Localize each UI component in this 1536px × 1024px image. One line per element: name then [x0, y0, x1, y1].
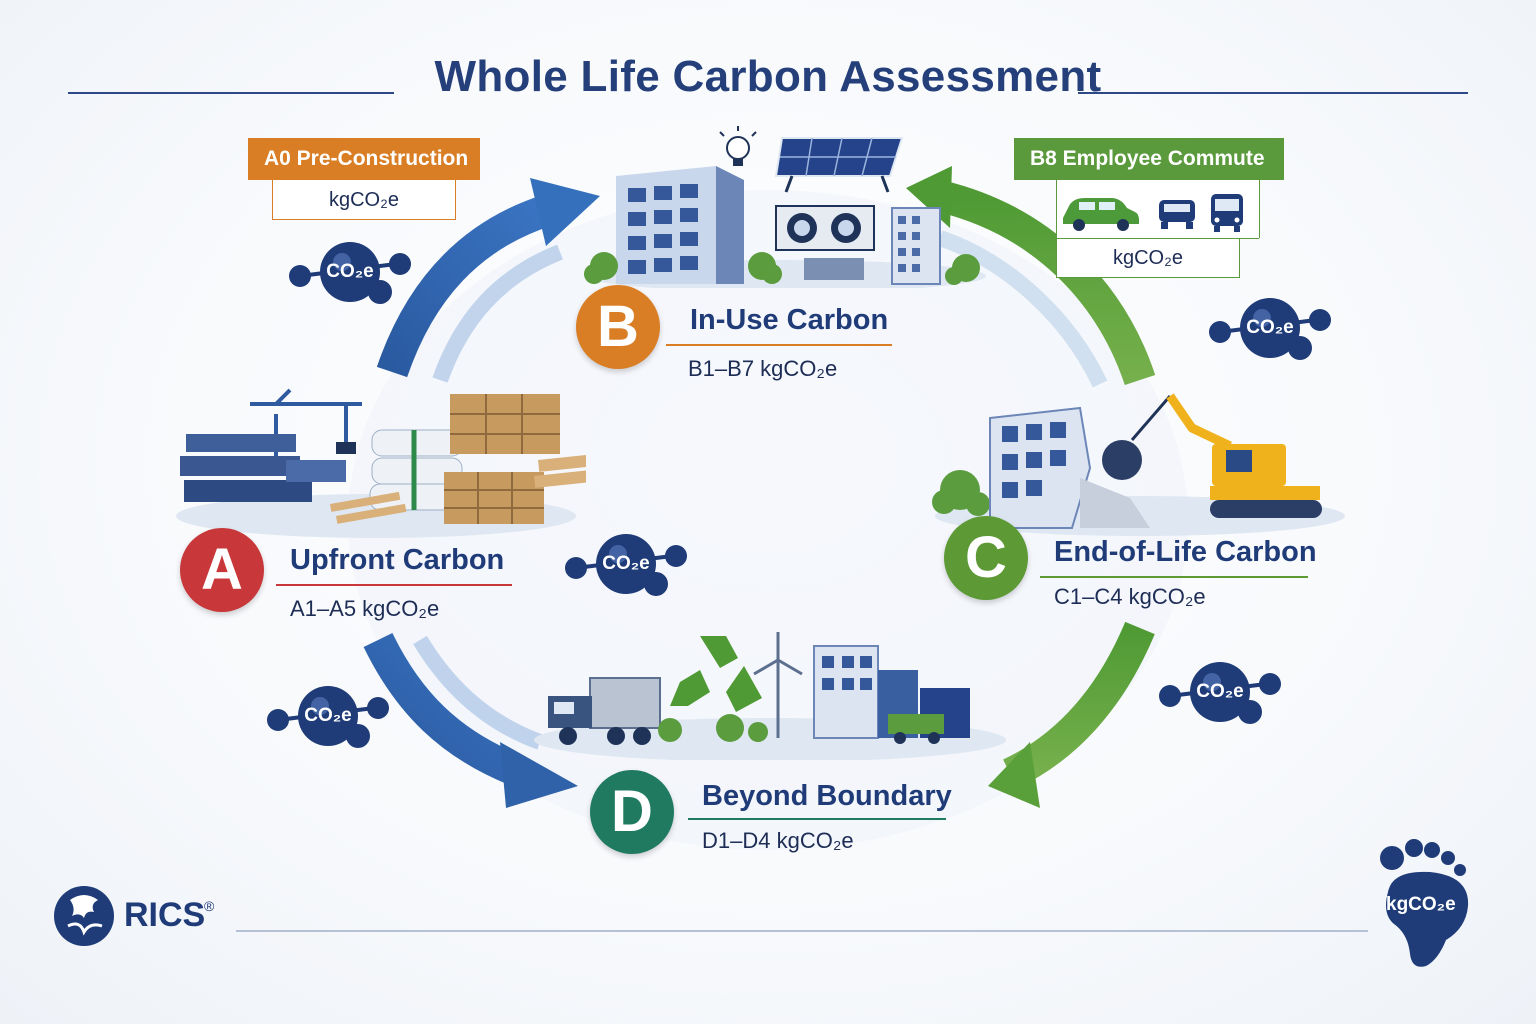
steel-beams-icon [180, 434, 346, 502]
arrow-b-to-c-shadow [937, 230, 1108, 388]
brand-name: RICS [124, 896, 206, 934]
co2e-molecule: CO₂e [1156, 656, 1286, 726]
arrow-a-to-b-head [530, 178, 600, 246]
carbon-footprint-badge: kgCO₂e [1372, 836, 1482, 972]
arrow-a-to-d-head [500, 742, 578, 808]
wind-turbine-icon [753, 632, 803, 738]
scene-in-use-buildings [584, 126, 986, 288]
footprint-label: kgCO₂e [1386, 894, 1456, 915]
stage-a-title: Upfront Carbon [290, 544, 505, 576]
stage-c-title: End-of-Life Carbon [1054, 536, 1317, 568]
car-front-icon [1159, 200, 1195, 229]
scene-construction-materials [176, 388, 586, 538]
molecule-icon [1159, 662, 1281, 724]
office-building-icon [616, 166, 744, 284]
tag-b8-header: B8 Employee Commute [1014, 138, 1284, 180]
arrow-c-to-d-head [988, 742, 1040, 808]
lion-emblem-icon [54, 886, 114, 946]
delivery-truck-icon [888, 714, 944, 744]
molecule-label: CO₂e [1196, 681, 1244, 702]
molecule-label: CO₂e [326, 261, 374, 282]
page-title: Whole Life Carbon Assessment [434, 52, 1102, 101]
tag-a0-unit: kgCO₂e [272, 180, 456, 220]
garbage-truck-icon [548, 677, 661, 745]
tag-b8-panel [1056, 180, 1260, 239]
apartment-building-icon [891, 207, 941, 285]
car-icon [1063, 198, 1139, 231]
arrow-a-to-d-shadow [413, 635, 543, 750]
excavator-icon [1166, 393, 1322, 518]
recycle-icon [670, 636, 762, 712]
tree-icon [658, 714, 768, 742]
stage-b-badge: B [576, 285, 660, 369]
brand-reg: ® [204, 898, 215, 914]
stage-c-sub: C1–C4 kgCO₂e [1054, 584, 1206, 609]
city-building-icon [813, 645, 970, 739]
stage-c-badge: C [944, 516, 1028, 600]
brick-pallet-icon [444, 394, 560, 524]
rics-logo: RICS ® [50, 882, 240, 952]
molecule-icon [1209, 298, 1331, 360]
molecule-icon [565, 534, 687, 596]
tag-a0-header: A0 Pre-Construction [248, 138, 480, 180]
cycle-backdrop [348, 190, 1188, 850]
stage-d-underline [688, 818, 946, 820]
lightbulb-icon [719, 126, 757, 166]
stage-a-badge: A [180, 528, 264, 612]
scene-recycling [534, 632, 1006, 760]
wrecking-ball-icon [1102, 395, 1172, 480]
stage-b-title: In-Use Carbon [690, 304, 889, 336]
hvac-unit-icon [775, 205, 875, 280]
footprint-icon [1380, 839, 1469, 967]
tag-b8: B8 Employee Commute [1014, 138, 1284, 278]
tag-a0: A0 Pre-Construction kgCO₂e [248, 138, 480, 220]
footer-rule [236, 930, 1368, 932]
co2e-molecule: CO₂e [562, 528, 692, 598]
title-rule-left [68, 92, 394, 94]
molecule-label: CO₂e [1246, 317, 1294, 338]
cement-bags-icon [369, 429, 463, 511]
molecule-label: CO₂e [304, 705, 352, 726]
arrow-a-to-b-shadow [432, 244, 564, 383]
tree-icon [932, 470, 990, 516]
molecule-icon [267, 686, 389, 748]
molecule-label: CO₂e [602, 553, 650, 574]
stage-a-sub: A1–A5 kgCO₂e [290, 596, 440, 621]
stage-a-underline [276, 584, 512, 586]
arrow-a-to-b [376, 194, 554, 378]
solar-panel-icon [774, 137, 904, 193]
molecule-icon [289, 242, 411, 304]
stage-c-underline [1040, 576, 1308, 578]
stage-d-title: Beyond Boundary [702, 780, 952, 812]
stage-b-sub: B1–B7 kgCO₂e [688, 356, 838, 381]
tree-icon [584, 252, 980, 285]
stage-d-sub: D1–D4 kgCO₂e [702, 828, 854, 853]
stage-d-badge: D [590, 770, 674, 854]
arrow-a-to-d [363, 632, 526, 787]
timber-planks-icon [330, 450, 586, 524]
tag-b8-unit: kgCO₂e [1056, 238, 1240, 278]
commute-icons [1063, 194, 1243, 232]
derelict-building-icon [989, 406, 1150, 529]
bus-icon [1211, 194, 1243, 232]
co2e-molecule: CO₂e [1206, 292, 1336, 362]
scene-demolition [932, 393, 1345, 536]
co2e-molecule: CO₂e [264, 680, 394, 750]
title-rule-right [1078, 92, 1468, 94]
co2e-molecule: CO₂e [286, 236, 416, 306]
stage-b-underline [666, 344, 892, 346]
